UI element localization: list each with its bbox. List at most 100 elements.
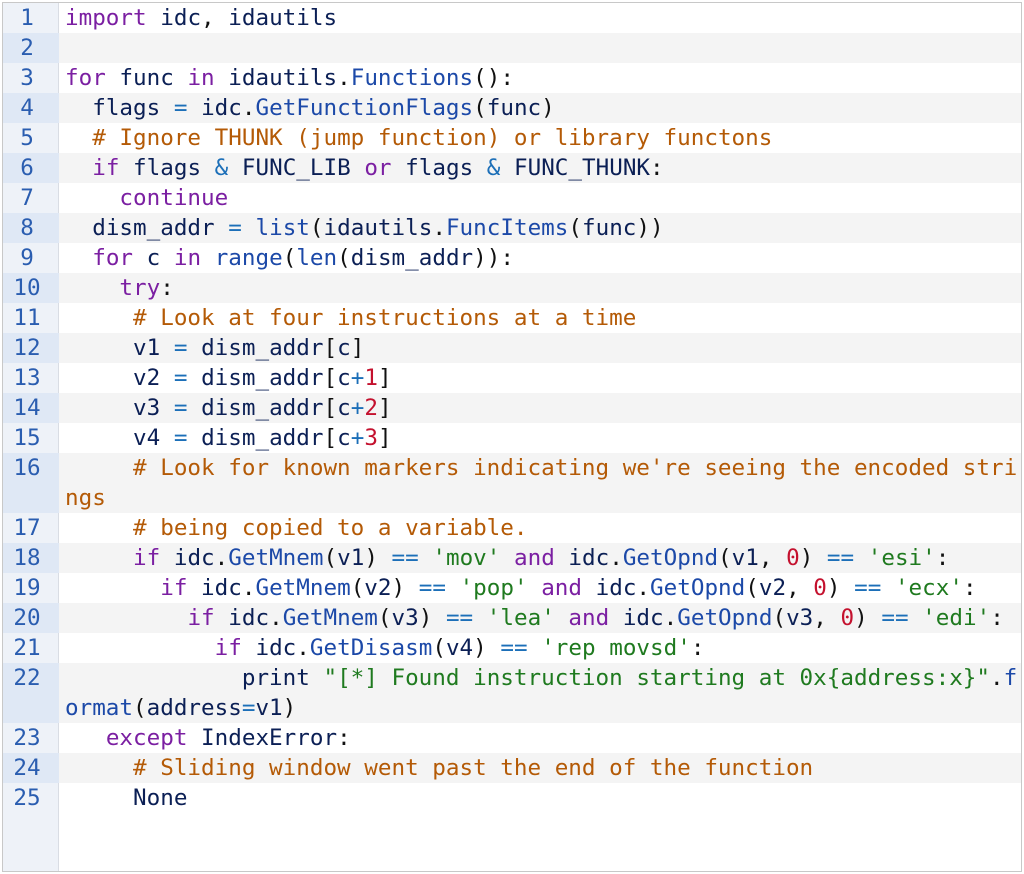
code-token [65, 785, 133, 811]
code-token: dism_addr [92, 215, 215, 241]
code-token: GetMnem [228, 545, 324, 571]
code-token: flags [92, 95, 161, 121]
code-token: GetFunctionFlags [255, 95, 474, 121]
code-token: == [500, 635, 528, 661]
code-token: : [990, 605, 1004, 631]
code-text: flags = idc.GetFunctionFlags(func) [59, 93, 1021, 123]
code-line: 25 None [3, 783, 1021, 813]
code-token: == [445, 605, 474, 631]
code-token [133, 245, 147, 271]
code-token [65, 95, 92, 121]
code-token: , [201, 5, 229, 31]
code-line: 16 # Look for known markers indicating w… [3, 453, 1021, 513]
code-line: 6 if flags & FUNC_LIB or flags & FUNC_TH… [3, 153, 1021, 183]
code-token: = [173, 95, 188, 121]
code-token [351, 155, 365, 181]
line-number: 5 [20, 125, 34, 151]
code-token [854, 545, 868, 571]
line-number: 1 [20, 5, 34, 31]
code-token: ] [377, 425, 392, 451]
code-token: FuncItems [445, 215, 569, 241]
code-token [65, 155, 92, 181]
code-token: idc [160, 5, 202, 31]
code-text: v4 = dism_addr[c+3] [59, 423, 1021, 453]
line-number: 12 [3, 333, 59, 363]
code-token: ( [745, 575, 759, 601]
code-token [160, 95, 174, 121]
line-number: 10 [3, 273, 59, 303]
code-line: 24 # Sliding window went past the end of… [3, 753, 1021, 783]
code-token: print [241, 665, 310, 691]
code-token [160, 245, 174, 271]
code-token [473, 605, 487, 631]
code-text: # being copied to a variable. [59, 513, 1021, 543]
code-token: func [582, 215, 637, 241]
code-token: idc [568, 545, 610, 571]
code-token: : [160, 275, 174, 301]
code-token: ] [377, 365, 392, 391]
code-token: ( [309, 215, 324, 241]
code-text: if idc.GetDisasm(v4) == 'rep movsd': [59, 633, 1021, 663]
code-token: idc [173, 545, 215, 571]
code-token: [ [323, 365, 338, 391]
code-token [187, 725, 201, 751]
code-token: idc [595, 575, 637, 601]
code-token: flags [405, 155, 474, 181]
code-token [65, 545, 133, 571]
code-token [65, 515, 133, 541]
code-token: . [990, 665, 1004, 691]
code-token: + [350, 395, 365, 421]
code-token [419, 545, 433, 571]
code-token: . [214, 545, 229, 571]
line-number: 17 [13, 515, 41, 541]
code-line: 17 # being copied to a variable. [3, 513, 1021, 543]
code-token: : [337, 725, 351, 751]
code-line: 21 if idc.GetDisasm(v4) == 'rep movsd': [3, 633, 1021, 663]
code-token [65, 725, 106, 751]
code-token: v4 [445, 635, 474, 661]
code-token: ) [391, 575, 419, 601]
code-token: 'esi' [867, 545, 936, 571]
code-token: == [391, 545, 419, 571]
code-token: 3 [364, 425, 378, 451]
code-token: ) [473, 635, 501, 661]
code-token: ( [337, 245, 351, 271]
code-token: [ [323, 395, 338, 421]
code-token [65, 635, 215, 661]
code-line: 20 if idc.GetMnem(v3) == 'lea' and idc.G… [3, 603, 1021, 633]
code-line: 10 try: [3, 273, 1021, 303]
code-token [187, 425, 201, 451]
code-token: , [813, 605, 841, 631]
code-token [881, 575, 895, 601]
code-token [215, 215, 229, 241]
code-token: == [418, 575, 446, 601]
code-token [65, 185, 119, 211]
code-token: dism_addr [201, 395, 324, 421]
code-text: if flags & FUNC_LIB or flags & FUNC_THUN… [59, 153, 1021, 183]
code-token: if [92, 155, 120, 181]
code-line: 14 v3 = dism_addr[c+2] [3, 393, 1021, 423]
code-token: dism_addr [350, 245, 474, 271]
code-token [201, 245, 215, 271]
line-number-gutter [3, 3, 59, 871]
code-token [65, 125, 92, 151]
code-token: 'ecx' [894, 575, 963, 601]
code-text: if idc.GetMnem(v2) == 'pop' and idc.GetO… [59, 573, 1021, 603]
code-token [65, 215, 92, 241]
code-token: range [214, 245, 283, 271]
code-token [187, 365, 201, 391]
code-token [242, 215, 256, 241]
code-token: GetDisasm [309, 635, 433, 661]
code-token [65, 455, 133, 481]
code-token [500, 155, 514, 181]
code-token: GetOpnd [650, 575, 746, 601]
code-token: idc [622, 605, 664, 631]
code-token [147, 5, 161, 31]
code-token: # being copied to a variable. [133, 515, 528, 541]
code-text: # Look at four instructions at a time [59, 303, 1021, 333]
code-token: in [173, 245, 202, 271]
code-token [473, 155, 487, 181]
code-token: or [364, 155, 392, 181]
code-token: v2 [758, 575, 787, 601]
code-token: ] [350, 335, 365, 361]
